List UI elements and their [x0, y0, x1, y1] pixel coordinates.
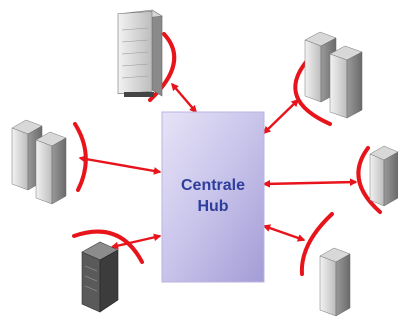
hub-label-line1: Centrale — [181, 177, 245, 194]
hub-label-line2: Hub — [197, 198, 228, 215]
arrow-top-center — [171, 82, 197, 114]
tower-servers-icon — [11, 119, 67, 205]
arc-bottom-left — [72, 229, 144, 264]
connector-arcs — [72, 32, 382, 276]
arrow-left — [78, 155, 162, 175]
tower-servers-icon — [304, 31, 363, 119]
tower-server-icon — [319, 247, 351, 317]
arrow-top-right — [262, 98, 300, 135]
connector-arrows — [78, 82, 358, 250]
central-hub: Centrale Hub — [161, 111, 265, 283]
dark-server-icon — [81, 241, 119, 313]
arc-top-right — [293, 60, 332, 126]
arrow-right — [262, 178, 358, 188]
hub-box — [161, 111, 265, 283]
arrow-bottom-right — [262, 224, 306, 242]
arc-bottom-right — [299, 212, 334, 276]
arc-right — [356, 146, 382, 214]
tower-server-icon — [369, 145, 398, 207]
arrow-bottom-left — [110, 233, 162, 250]
rack-server-icon — [117, 9, 163, 97]
arc-left — [73, 122, 88, 192]
